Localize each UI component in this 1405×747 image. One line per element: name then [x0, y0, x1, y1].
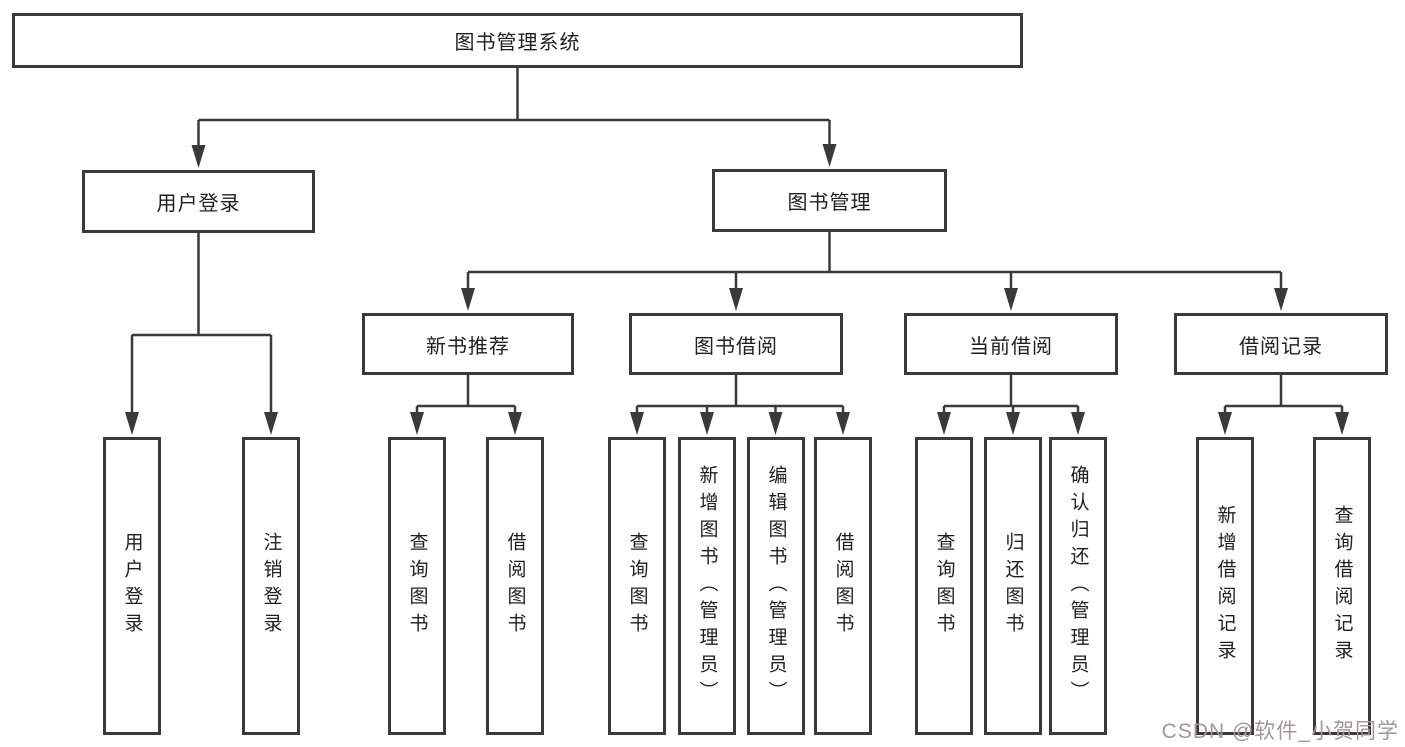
leaf-user-login: 用户登录	[103, 437, 161, 735]
leaf-query-borrow-record: 查询借阅记录	[1313, 437, 1371, 735]
node-label: 图书借阅	[694, 335, 778, 358]
leaf-label: 确认归还（管理员）	[1067, 464, 1089, 708]
leaf-label: 借阅图书	[832, 532, 854, 640]
node-book-borrowing: 图书借阅	[629, 313, 843, 375]
leaf-label: 查询图书	[933, 532, 955, 640]
node-book-management: 图书管理	[712, 169, 947, 232]
leaf-label: 查询图书	[406, 532, 428, 640]
leaf-confirm-return-admin: 确认归还（管理员）	[1049, 437, 1107, 735]
node-label: 当前借阅	[969, 335, 1053, 358]
leaf-label: 新增借阅记录	[1214, 505, 1236, 667]
leaf-logout: 注销登录	[242, 437, 300, 735]
leaf-borrow-books-recommend: 借阅图书	[486, 437, 544, 735]
node-borrowing-records: 借阅记录	[1174, 313, 1388, 375]
node-library-management-system: 图书管理系统	[12, 13, 1023, 68]
leaf-borrow-books: 借阅图书	[814, 437, 872, 735]
leaf-label: 新增图书（管理员）	[696, 464, 718, 708]
node-label: 新书推荐	[426, 335, 510, 358]
leaf-label: 归还图书	[1002, 532, 1024, 640]
node-label: 借阅记录	[1239, 335, 1323, 358]
leaf-edit-books-admin: 编辑图书（管理员）	[747, 437, 805, 735]
leaf-label: 查询图书	[626, 532, 648, 640]
node-user-login: 用户登录	[82, 170, 315, 233]
leaf-query-books-borrow: 查询图书	[608, 437, 666, 735]
leaf-add-books-admin: 新增图书（管理员）	[678, 437, 736, 735]
leaf-label: 编辑图书（管理员）	[765, 464, 787, 708]
node-label: 图书管理系统	[454, 32, 581, 54]
leaf-query-books-current: 查询图书	[915, 437, 973, 735]
leaf-query-books-recommend: 查询图书	[388, 437, 446, 735]
leaf-label: 用户登录	[121, 532, 143, 640]
leaf-label: 查询借阅记录	[1331, 505, 1353, 667]
leaf-label: 借阅图书	[504, 532, 526, 640]
leaf-add-borrow-record: 新增借阅记录	[1196, 437, 1254, 735]
node-new-book-recommend: 新书推荐	[362, 313, 574, 375]
csdn-watermark: CSDN @软件_小贺同学	[1161, 720, 1399, 743]
node-current-borrowing: 当前借阅	[904, 313, 1118, 375]
leaf-label: 注销登录	[260, 532, 282, 640]
node-label: 用户登录	[156, 193, 241, 215]
leaf-return-books: 归还图书	[984, 437, 1042, 735]
node-label: 图书管理	[787, 192, 872, 214]
